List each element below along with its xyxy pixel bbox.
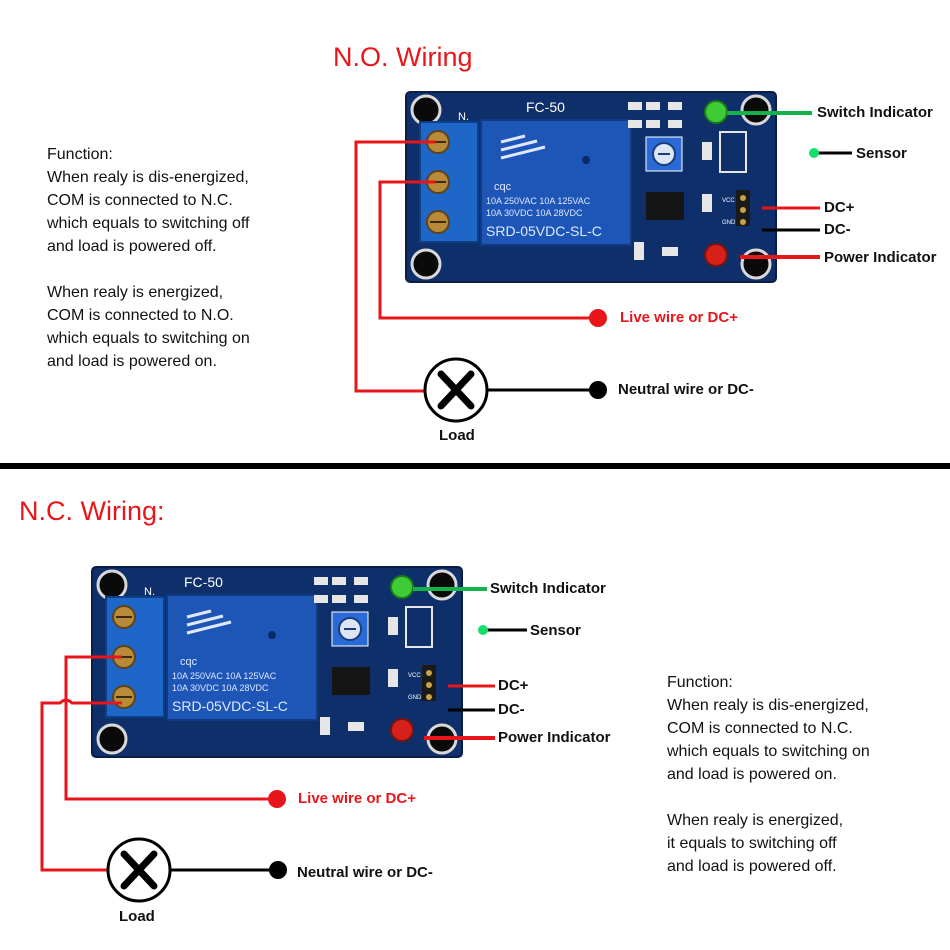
nc-board-pin-label: N. [144, 586, 155, 598]
nc-function-line: When realy is energized, [667, 812, 844, 829]
no-live-wire-label: Live wire or DC+ [620, 309, 738, 326]
no-function-line: When realy is energized, [47, 284, 224, 301]
no-dcplus-label: DC+ [824, 199, 855, 216]
no-function-line: COM is connected to N.C. [47, 192, 233, 209]
section-divider [0, 463, 950, 469]
nc-live-dot [268, 790, 286, 808]
no-com-wire [354, 140, 436, 393]
no-wiring-title: N.O. Wiring [333, 42, 473, 72]
no-sensor-label: Sensor [856, 145, 907, 162]
no-board-model: FC-50 [526, 99, 565, 115]
nc-gnd-label: GND [408, 695, 422, 701]
nc-function-line: and load is powered on. [667, 766, 837, 783]
nc-relay-brand: cqc [180, 656, 198, 668]
no-gnd-label: GND [722, 220, 736, 226]
no-function-line: which equals to switching off [47, 215, 250, 232]
nc-function-line: it equals to switching off [667, 835, 837, 852]
nc-neutral-wire-label: Neutral wire or DC- [297, 864, 433, 881]
no-power-indicator-label: Power Indicator [824, 249, 937, 266]
nc-function-text: Function: When realy is dis-energized, C… [667, 671, 870, 878]
no-switch-indicator-label: Switch Indicator [817, 104, 933, 121]
nc-dcminus-label: DC- [498, 701, 525, 718]
no-relay-spec-1: 10A 250VAC 10A 125VAC [486, 196, 591, 206]
no-load-label: Load [439, 427, 475, 444]
nc-com-wire [64, 655, 268, 801]
nc-function-line: Function: [667, 674, 733, 691]
nc-board-model: FC-50 [184, 574, 223, 590]
nc-wiring-title: N.C. Wiring: [19, 496, 165, 526]
nc-function-line: and load is powered off. [667, 858, 837, 875]
no-function-line: Function: [47, 146, 113, 163]
nc-vcc-label: VCC [408, 673, 421, 679]
no-live-dot [589, 309, 607, 327]
nc-function-line: which equals to switching on [667, 743, 870, 760]
no-function-text: Function: When realy is dis-energized, C… [47, 143, 250, 373]
nc-live-wire-label: Live wire or DC+ [298, 790, 416, 807]
no-function-line: and load is powered off. [47, 238, 217, 255]
no-function-line: and load is powered on. [47, 353, 217, 370]
nc-power-indicator-label: Power Indicator [498, 729, 611, 746]
nc-relay-spec-1: 10A 250VAC 10A 125VAC [172, 671, 277, 681]
nc-dcplus-label: DC+ [498, 677, 529, 694]
no-relay-brand: cqc [494, 181, 512, 193]
nc-load-cross [120, 850, 158, 890]
nc-function-line: COM is connected to N.C. [667, 720, 853, 737]
no-neutral-wire-label: Neutral wire or DC- [618, 381, 754, 398]
no-vcc-label: VCC [722, 198, 735, 204]
no-relay-board: FC-50 N. cqc 10A 250VAC 10A 125VAC 10A 3… [404, 90, 778, 284]
nc-sensor-dot [478, 625, 488, 635]
no-relay-spec-2: 10A 30VDC 10A 28VDC [486, 208, 583, 218]
nc-load-label: Load [119, 908, 155, 925]
nc-sensor-label: Sensor [530, 622, 581, 639]
no-sensor-dot [809, 148, 819, 158]
nc-function-spacer [667, 786, 870, 809]
nc-relay-spec-2: 10A 30VDC 10A 28VDC [172, 683, 269, 693]
nc-nc-wire [40, 698, 122, 872]
no-load-cross [437, 370, 475, 410]
no-neutral-dot [589, 381, 607, 399]
nc-switch-indicator-label: Switch Indicator [490, 580, 606, 597]
no-dcminus-label: DC- [824, 221, 851, 238]
nc-neutral-dot [269, 861, 287, 879]
nc-function-line: When realy is dis-energized, [667, 697, 869, 714]
nc-relay-board: FC-50 N. cqc 10A 250VAC 10A 125VAC 10A 3… [90, 565, 464, 759]
no-board-pin-label: N. [458, 111, 469, 123]
no-no-wire [378, 180, 597, 320]
no-function-line: When realy is dis-energized, [47, 169, 249, 186]
no-function-line: which equals to switching on [47, 330, 250, 347]
nc-relay-model: SRD-05VDC-SL-C [172, 698, 288, 714]
no-relay-model: SRD-05VDC-SL-C [486, 223, 602, 239]
no-function-line: COM is connected to N.O. [47, 307, 234, 324]
